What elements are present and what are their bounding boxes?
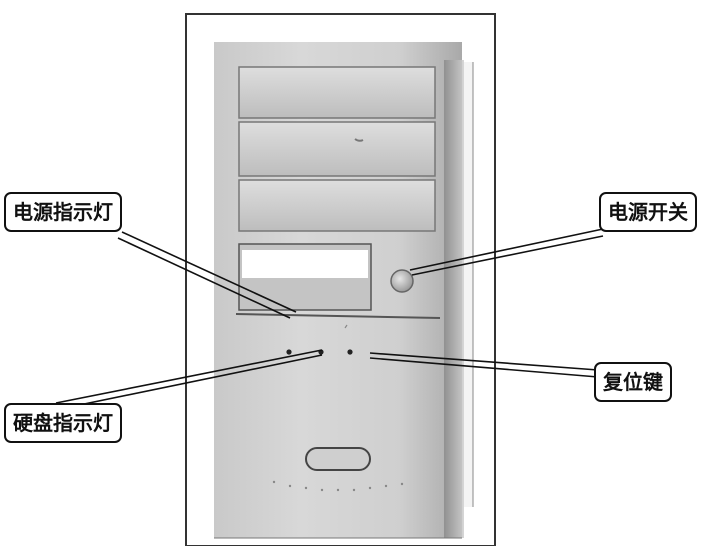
power-button: [391, 270, 413, 292]
power-indicator-callout: 电源指示灯: [4, 192, 122, 232]
power-switch-callout: 电源开关: [599, 192, 697, 232]
drive-bay-2: [239, 122, 435, 176]
case-side-shadow: [444, 60, 464, 538]
drive-bay-1: [239, 67, 435, 118]
case-edge-highlight: [464, 62, 473, 507]
reset-button-dot: [347, 349, 352, 354]
hdd-indicator-callout: 硬盘指示灯: [4, 403, 122, 443]
reset-button-callout: 复位键: [594, 362, 672, 402]
hdd-indicator-light: [286, 349, 291, 354]
front-grille: [306, 448, 370, 470]
drive-bay-3: [239, 180, 435, 231]
floppy-slot: [242, 250, 368, 278]
